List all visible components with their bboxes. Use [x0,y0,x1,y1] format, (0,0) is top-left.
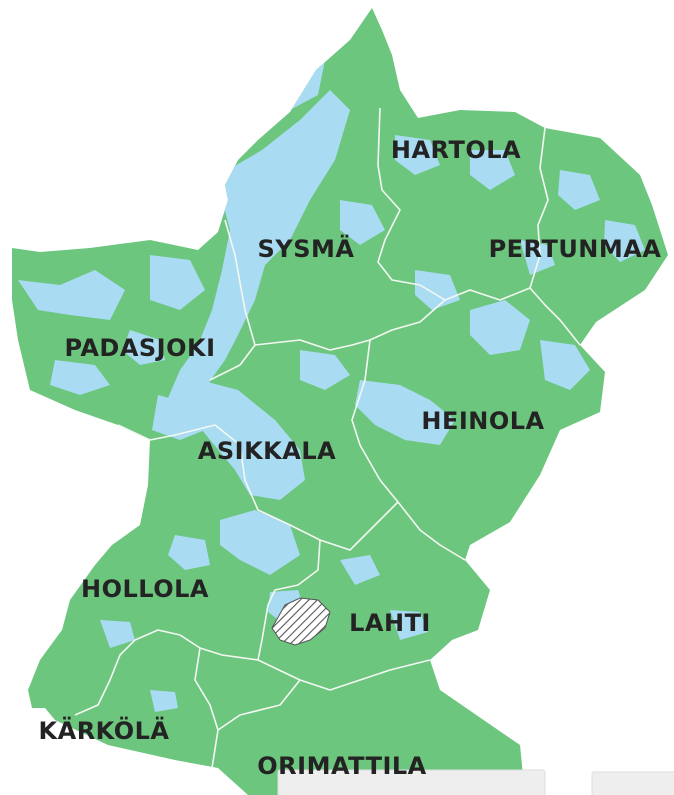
label-karkola: KÄRKÖLÄ [39,715,170,745]
label-asikkala: ASIKKALA [198,437,336,465]
lahti-city-hatch [271,597,331,646]
label-lahti: LAHTI [349,609,431,637]
municipal-borders [74,107,581,769]
label-pertunmaa: PERTUNMAA [489,235,662,263]
label-heinola: HEINOLA [421,407,544,435]
region-land [12,8,668,795]
label-hollola: HOLLOLA [81,575,209,603]
label-padasjoki: PADASJOKI [64,334,215,362]
inset-panel-left [277,769,546,795]
lakes [18,45,645,712]
label-orimattila: ORIMATTILA [257,752,427,780]
label-sysma: SYSMÄ [258,234,355,263]
inset-panel-right [591,771,674,795]
label-hartola: HARTOLA [391,136,521,164]
